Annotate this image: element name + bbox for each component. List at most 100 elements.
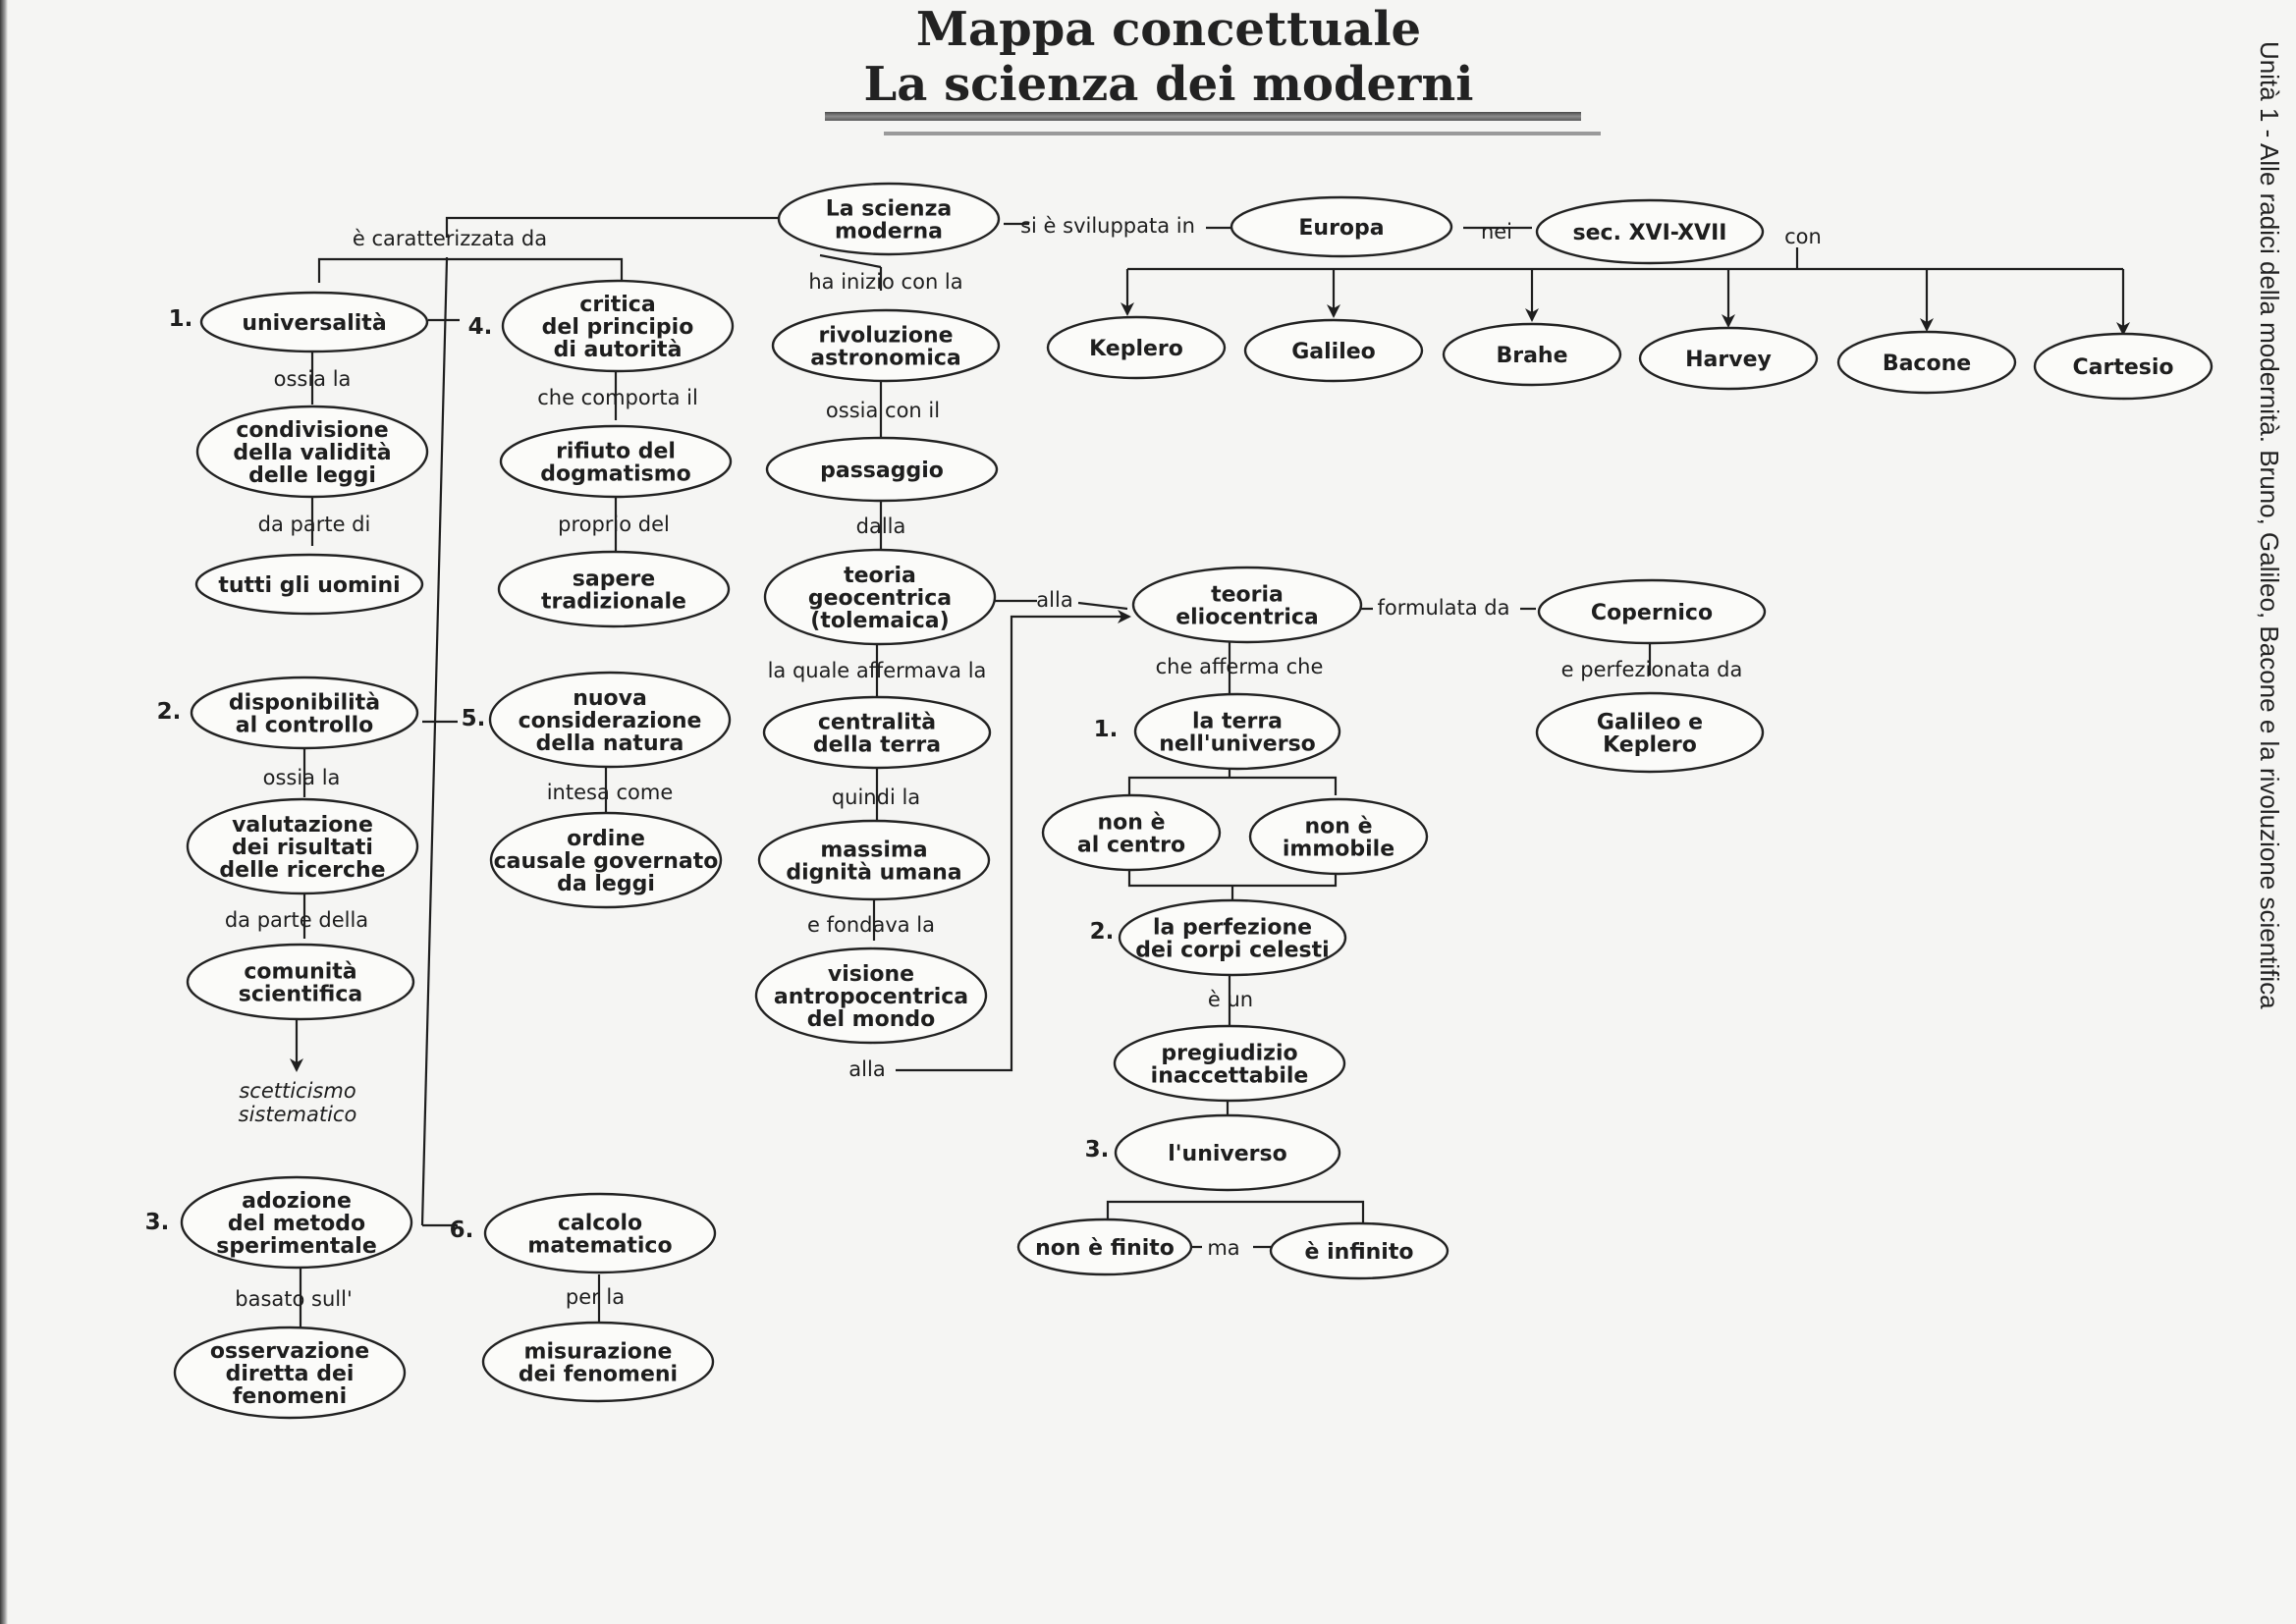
page-title: Mappa concettuale La scienza dei moderni — [786, 2, 1552, 112]
node-label: dei fenomeni — [519, 1363, 678, 1387]
node-ellipse — [194, 553, 424, 616]
node-label: matematico — [527, 1234, 672, 1259]
link-label-e-un: è un — [1208, 988, 1253, 1011]
node-label: Keplero — [1603, 733, 1697, 758]
node-label: immobile — [1283, 838, 1394, 862]
connector-line — [1077, 601, 1128, 611]
link-label-ossia-la-2: ossia la — [263, 766, 341, 789]
node-ellipse — [1537, 578, 1767, 645]
node-label: della natura — [536, 731, 684, 756]
node-ellipse — [1133, 692, 1341, 771]
node-label: della validità — [233, 441, 391, 465]
node-label: visione — [828, 962, 914, 987]
node-label: ordine — [567, 827, 645, 851]
node-label: l'universo — [1168, 1142, 1286, 1166]
link-label-ma: ma — [1207, 1236, 1239, 1260]
node-label: pregiudizio — [1161, 1042, 1297, 1066]
node-label: sperimentale — [216, 1234, 377, 1259]
node-ellipse — [489, 811, 723, 909]
connector-lines — [290, 216, 2130, 1327]
node-non-finito: non è finito — [1016, 1218, 1193, 1276]
node-label: tradizionale — [541, 590, 686, 615]
node-cartesio: Cartesio — [2033, 332, 2214, 401]
connector-line — [896, 610, 1131, 1072]
node-ellipse — [1535, 691, 1765, 774]
connector-line — [420, 258, 449, 1226]
node-label: osservazione — [210, 1339, 369, 1364]
node-brahe: Brahe — [1442, 322, 1622, 387]
node-label: la terra — [1192, 710, 1283, 734]
node-tutti-uomini: tutti gli uomini — [194, 553, 424, 616]
node-ellipse — [1243, 318, 1424, 383]
link-label-affermava: la quale affermava la — [768, 659, 987, 682]
node-ellipse — [501, 279, 735, 373]
node-ellipse — [173, 1326, 407, 1420]
node-ellipse — [771, 308, 1001, 383]
step-number: 3. — [145, 1210, 170, 1235]
node-ellipse — [1535, 198, 1765, 265]
node-label: calcolo — [558, 1212, 642, 1236]
node-label: non è finito — [1035, 1236, 1175, 1261]
node-label: Copernico — [1591, 601, 1713, 625]
node-label: Keplero — [1089, 337, 1183, 361]
link-label-quindi: quindi la — [832, 785, 920, 809]
node-label: rifiuto del — [556, 440, 676, 464]
node-label: dignità umana — [786, 861, 961, 886]
node-ellipse — [1269, 1221, 1449, 1280]
link-label-nei: nei — [1481, 220, 1512, 244]
node-ellipse — [499, 424, 733, 499]
node-ellipse — [1118, 898, 1347, 977]
node-ellipse — [190, 676, 419, 750]
node-non-centro: non èal centro — [1041, 793, 1222, 872]
node-label: Galileo e — [1597, 711, 1703, 735]
step-number: 1. — [1094, 717, 1119, 742]
node-ellipse — [1638, 326, 1819, 391]
node-label: inaccettabile — [1151, 1064, 1309, 1089]
node-label: teoria — [1211, 583, 1284, 608]
node-ellipse — [765, 436, 999, 503]
link-label-ossia-la-1: ossia la — [274, 367, 352, 391]
connector-line — [445, 216, 778, 238]
node-ellipse — [180, 1175, 413, 1270]
connector-line — [1127, 776, 1338, 795]
node-label: da leggi — [557, 872, 655, 896]
node-infinito: è infinito — [1269, 1221, 1449, 1280]
node-ellipse — [1114, 1113, 1341, 1192]
node-europa: Europa — [1230, 195, 1453, 258]
node-label: al controllo — [236, 714, 374, 738]
node-label: condivisione — [236, 418, 388, 443]
node-label: (tolemaica) — [810, 609, 949, 633]
node-ellipse — [762, 695, 992, 770]
node-label: causale governato — [494, 849, 719, 874]
node-keplero: Keplero — [1046, 315, 1227, 380]
node-universalita: universalità — [199, 291, 429, 353]
node-copernico: Copernico — [1537, 578, 1767, 645]
link-label-ha-inizio: ha inizio con la — [808, 270, 962, 294]
node-label: passaggio — [820, 459, 944, 483]
step-number: 2. — [157, 699, 182, 725]
node-ellipse — [1113, 1024, 1346, 1103]
link-label-da-parte-di: da parte di — [258, 513, 371, 536]
node-ellipse — [195, 405, 429, 499]
node-label: del metodo — [228, 1212, 365, 1236]
node-label: geocentrica — [808, 586, 952, 611]
node-harvey: Harvey — [1638, 326, 1819, 391]
node-label: centralità — [818, 711, 936, 735]
connector-line — [1106, 1200, 1365, 1223]
node-label: del principio — [542, 315, 694, 340]
node-ellipse — [199, 291, 429, 353]
conclusion-label: sistematico — [239, 1103, 357, 1126]
